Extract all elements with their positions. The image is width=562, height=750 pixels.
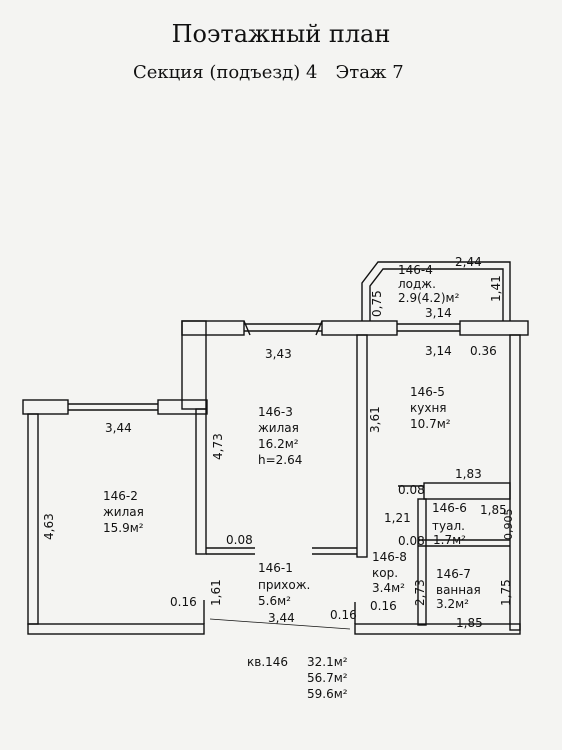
dimension-label: 0.36 bbox=[470, 344, 497, 358]
room-type: жилая bbox=[258, 421, 299, 435]
wall-left-outer bbox=[27, 413, 39, 625]
room-height: h=2.64 bbox=[258, 453, 302, 467]
room-code: 146-1 bbox=[258, 561, 293, 575]
dimension-label: 1,75 bbox=[499, 579, 513, 606]
room-type: лодж. bbox=[398, 277, 436, 291]
wall-toilet-top bbox=[423, 482, 511, 500]
wall-step bbox=[181, 320, 207, 410]
dimension-labels: 3,44 4,63 3,43 4,73 3,61 2,44 1,41 0,75 … bbox=[42, 255, 515, 630]
dimension-label: 2,44 bbox=[455, 255, 482, 269]
room-type: кухня bbox=[410, 401, 447, 415]
area-total-1: 32.1м² bbox=[307, 655, 348, 669]
wall-bottom-left bbox=[27, 623, 205, 635]
dimension-label: 4,73 bbox=[211, 433, 225, 460]
dimension-label: 3,14 bbox=[425, 344, 452, 358]
dimension-label: 0.16 bbox=[330, 608, 357, 622]
page-subtitle: Секция (подъезд) 4 Этаж 7 bbox=[133, 62, 404, 83]
dimension-label: 3,43 bbox=[265, 347, 292, 361]
dimension-label: 0.08 bbox=[398, 483, 425, 497]
room-code: 146-7 bbox=[436, 567, 471, 581]
wall-bottom-right bbox=[354, 623, 521, 635]
dimension-label: 2,73 bbox=[413, 579, 427, 606]
dimension-label: 0.08 bbox=[398, 534, 425, 548]
room-code: 146-6 bbox=[432, 501, 467, 515]
wall-kitchen-top bbox=[459, 320, 529, 336]
room-type: кор. bbox=[372, 566, 398, 580]
section-label: Секция (подъезд) 4 bbox=[133, 62, 318, 83]
room-type: жилая bbox=[103, 505, 144, 519]
dimension-label: 1,21 bbox=[384, 511, 411, 525]
room-code: 146-8 bbox=[372, 550, 407, 564]
room-labels: 146-2 жилая 15.9м² 146-3 жилая 16.2м² h=… bbox=[103, 263, 481, 611]
wall-left-top-a bbox=[22, 399, 69, 415]
wall-inner-left bbox=[195, 408, 207, 555]
room-type: прихож. bbox=[258, 578, 310, 592]
apartment-summary: кв.146 32.1м² 56.7м² 59.6м² bbox=[247, 655, 348, 701]
room-type: ванная bbox=[436, 583, 481, 597]
wall-mid-top-a bbox=[181, 320, 245, 336]
wall-inner-right bbox=[356, 334, 368, 558]
floor-label: Этаж 7 bbox=[335, 62, 404, 83]
room-area: 10.7м² bbox=[410, 417, 451, 431]
room-code: 146-3 bbox=[258, 405, 293, 419]
dimension-label: 0.16 bbox=[170, 595, 197, 609]
dimension-label: 0.16 bbox=[370, 599, 397, 613]
room-area: 16.2м² bbox=[258, 437, 299, 451]
wall-bath-left bbox=[417, 498, 427, 626]
dimension-label: 3,44 bbox=[268, 611, 295, 625]
dimension-label: 0,75 bbox=[370, 290, 384, 317]
room-type: туал. bbox=[432, 519, 465, 533]
wall-mid-top-b bbox=[321, 320, 398, 336]
apartment-label: кв.146 bbox=[247, 655, 288, 669]
dimension-label: 1,83 bbox=[455, 467, 482, 481]
dimension-label: 0,905 bbox=[502, 509, 515, 541]
dimension-label: 3,14 bbox=[425, 306, 452, 320]
room-code: 146-5 bbox=[410, 385, 445, 399]
dimension-label: 1,61 bbox=[209, 579, 223, 606]
page-title: Поэтажный план bbox=[171, 20, 391, 48]
room-area: 2.9(4.2)м² bbox=[398, 291, 460, 305]
room-code: 146-2 bbox=[103, 489, 138, 503]
room-area: 3.2м² bbox=[436, 597, 469, 611]
room-area: 1.7м² bbox=[433, 533, 466, 547]
dimension-label: 1,85 bbox=[456, 616, 483, 630]
loggia-outline bbox=[361, 261, 511, 321]
room-area: 5.6м² bbox=[258, 594, 291, 608]
area-total-3: 59.6м² bbox=[307, 687, 348, 701]
area-total-2: 56.7м² bbox=[307, 671, 348, 685]
dimension-label: 4,63 bbox=[42, 513, 56, 540]
dimension-label: 3,61 bbox=[368, 406, 382, 433]
dimension-label: 1,41 bbox=[489, 275, 503, 302]
room-area: 15.9м² bbox=[103, 521, 144, 535]
dimension-label: 3,44 bbox=[105, 421, 132, 435]
dimension-label: 0.08 bbox=[226, 533, 253, 547]
room-area: 3.4м² bbox=[372, 581, 405, 595]
dimension-label: 1,85 bbox=[480, 503, 507, 517]
room-code: 146-4 bbox=[398, 263, 433, 277]
